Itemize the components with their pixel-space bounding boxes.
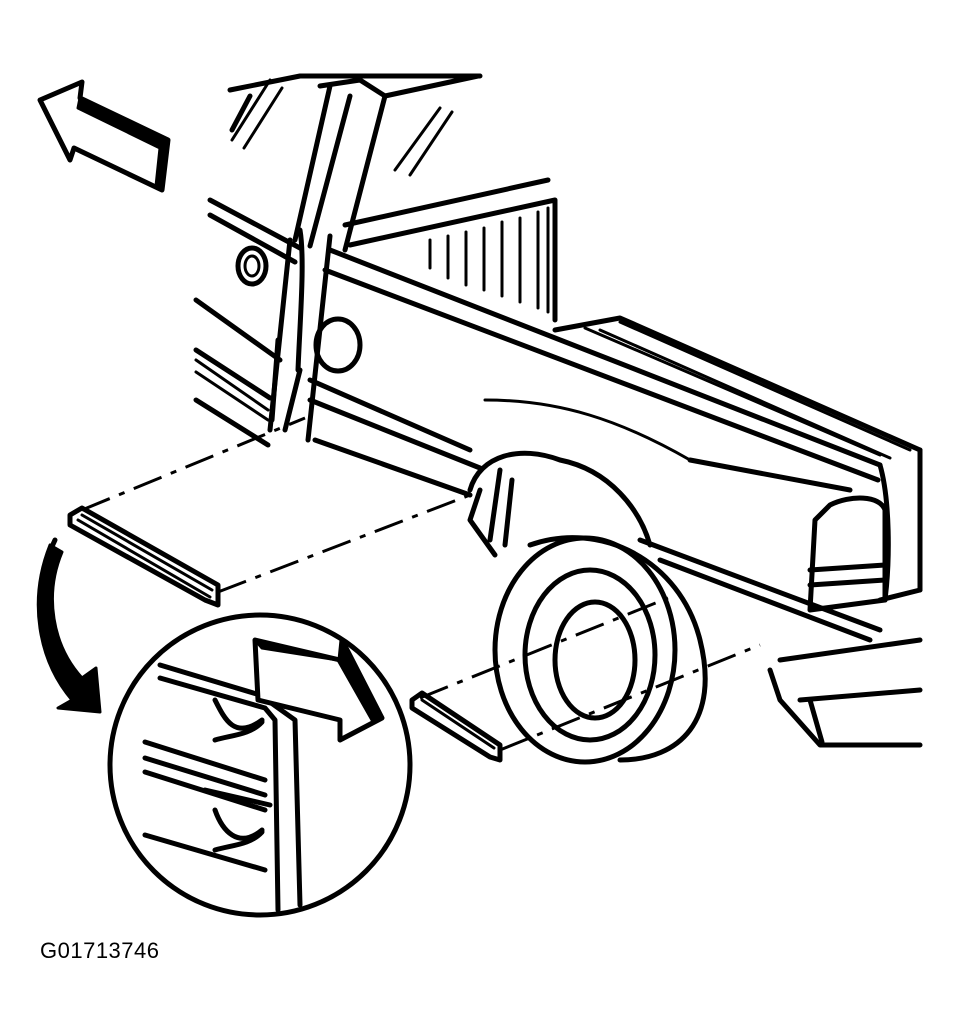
cab-outline [193, 73, 551, 448]
rear-bumper [767, 637, 923, 748]
rear-window-slats [347, 197, 558, 323]
detail-magnified-view [107, 612, 413, 918]
rear-bed-molding [409, 690, 503, 763]
truck-bed-side [307, 247, 923, 643]
forward-direction-arrow-icon [37, 79, 171, 193]
rear-wheel [467, 450, 708, 765]
tail-light [807, 495, 888, 613]
installation-guide-lines [81, 416, 761, 752]
figure-id-label: G01713746 [40, 938, 160, 963]
front-bed-molding [67, 505, 221, 608]
detail-callout-arrow-icon [36, 537, 102, 714]
cab-bed-seam [267, 227, 333, 443]
